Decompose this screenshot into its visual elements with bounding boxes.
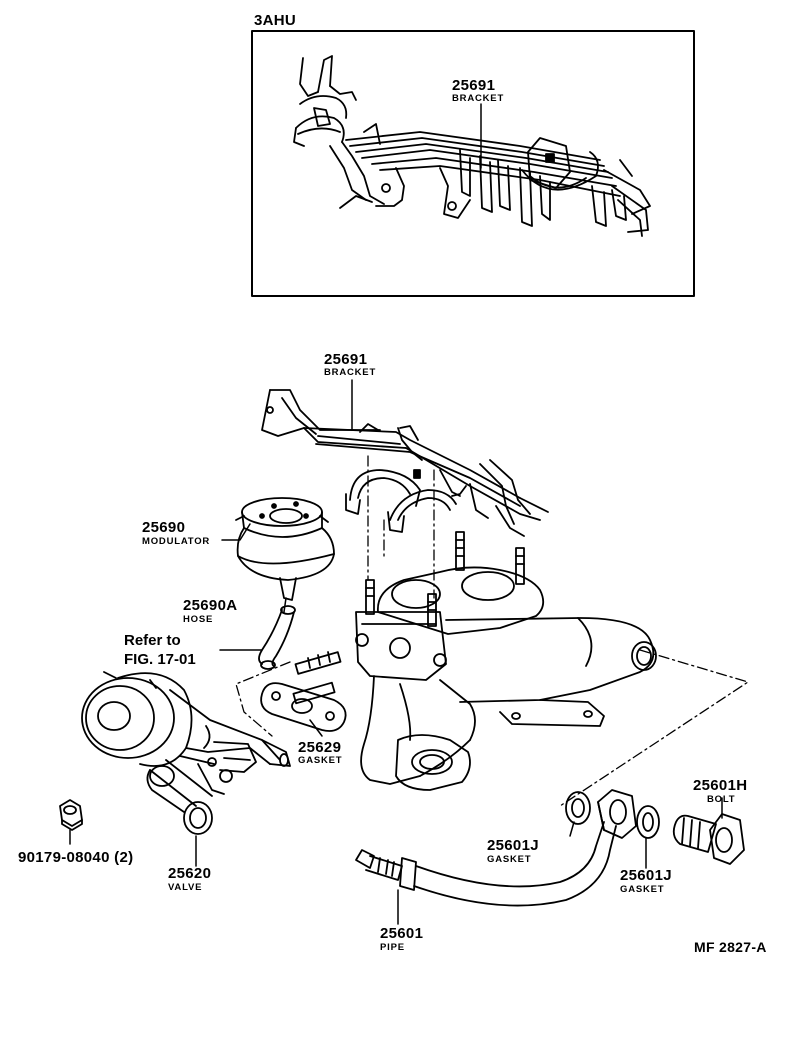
bracket-name: BRACKET [324, 367, 377, 378]
pipe-drawing [356, 790, 636, 906]
gasket-2-name: GASKET [620, 884, 665, 895]
modulator-number: 25690 [142, 519, 186, 536]
inset-frame [252, 31, 694, 296]
hose-number: 25690A [183, 597, 238, 614]
gasket-2-number: 25601J [620, 867, 672, 884]
nut-drawing [60, 800, 82, 830]
gasket-1-drawing [566, 792, 590, 824]
bracket-drawing [262, 390, 548, 536]
pipe-number: 25601 [380, 925, 424, 942]
inset-bracket-name: BRACKET [452, 93, 505, 104]
valve-gasket-name: GASKET [298, 755, 343, 766]
bolt-name: BOLT [707, 794, 736, 805]
reference-line-1: Refer to [124, 632, 181, 649]
gasket-2-drawing [637, 806, 659, 838]
figure-code: MF 2827-A [694, 939, 767, 955]
valve-drawing [82, 672, 290, 834]
gasket-1-number: 25601J [487, 837, 539, 854]
bolt-drawing [674, 814, 744, 864]
manifold-drawing [356, 532, 656, 790]
gasket-1-name: GASKET [487, 854, 532, 865]
bolt-number: 25601H [693, 777, 748, 794]
valve-number: 25620 [168, 865, 212, 882]
leader-lines [70, 524, 722, 924]
valve-name: VALVE [168, 882, 203, 893]
reference-line-2: FIG. 17-01 [124, 651, 196, 668]
inset-bracket-number: 25691 [452, 77, 496, 94]
valve-gasket-drawing [261, 652, 346, 731]
nut-number: 90179-08040 (2) [18, 849, 134, 866]
inset-bracket-drawing [294, 56, 650, 236]
alignment-lines [236, 456, 748, 806]
modulator-drawing [236, 498, 334, 600]
pipe-name: PIPE [380, 942, 405, 953]
hose-name: HOSE [183, 614, 214, 625]
modulator-name: MODULATOR [142, 536, 211, 547]
valve-gasket-number: 25629 [298, 739, 342, 756]
inset-title: 3AHU [254, 12, 297, 29]
hose-drawing [259, 606, 295, 669]
bracket-number: 25691 [324, 351, 368, 368]
